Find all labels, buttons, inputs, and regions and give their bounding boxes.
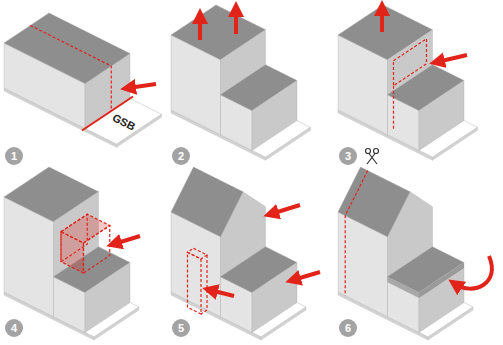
scissors-symbol	[369, 154, 377, 165]
step-number-text: 3	[345, 151, 351, 162]
cut-line	[30, 26, 111, 112]
push-arrow	[271, 205, 300, 214]
step-number: 1	[5, 147, 23, 165]
bay-outline	[188, 252, 202, 314]
step-5-volume	[171, 167, 306, 340]
step-4-volume	[85, 263, 130, 333]
step-1-volume	[4, 13, 162, 147]
push-arrow	[437, 55, 467, 62]
step-3-volume	[338, 5, 478, 160]
step-number-text: 6	[345, 323, 351, 334]
step-6-markings	[345, 149, 492, 299]
dormer-outline	[84, 226, 110, 274]
bay-outline	[201, 255, 207, 314]
dormer-outline	[61, 214, 110, 243]
step-number-text: 1	[11, 151, 17, 162]
step-number-text: 4	[11, 323, 17, 334]
step-5-volume	[171, 167, 320, 340]
push-arrow	[210, 290, 234, 296]
step-number: 3	[339, 147, 357, 165]
balcony-slab	[388, 277, 420, 298]
step-number: 2	[172, 147, 190, 165]
step-3-volume	[338, 5, 478, 160]
turn-arrow	[455, 256, 492, 289]
step-number: 4	[5, 319, 23, 337]
step-2-volume	[171, 5, 311, 160]
push-arrow	[293, 272, 320, 280]
raise-arrow	[234, 9, 238, 34]
raise-arrow	[198, 16, 202, 40]
zone-label: GSB	[111, 111, 138, 133]
push-arrow	[128, 84, 156, 88]
step-number: 6	[339, 319, 357, 337]
step-2-volume	[171, 5, 311, 160]
push-arrow	[114, 236, 140, 244]
raise-arrow	[380, 8, 384, 32]
step-6-volume	[338, 149, 492, 341]
step-6-volume	[338, 167, 473, 340]
scissors-symbol	[366, 149, 379, 165]
step-3-markings	[382, 8, 467, 131]
bay-outline	[393, 86, 394, 131]
step-number-text: 5	[178, 323, 184, 334]
scissors-symbol	[374, 149, 379, 154]
balcony-slab	[419, 263, 464, 299]
scissors-symbol	[367, 154, 375, 165]
cut-line	[345, 171, 368, 296]
step-4-volume	[4, 167, 140, 340]
step-number-text: 2	[178, 151, 184, 162]
step-number: 5	[172, 319, 190, 337]
scissors-symbol	[366, 149, 371, 154]
bay-outline	[394, 39, 427, 86]
